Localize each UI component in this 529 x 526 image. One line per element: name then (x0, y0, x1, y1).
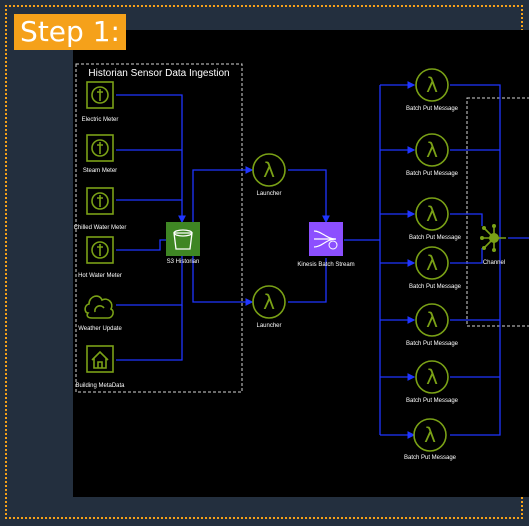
svg-text:λ: λ (426, 308, 438, 332)
weather-label: Weather Update (78, 326, 122, 332)
channel-label: Channel (483, 260, 505, 266)
batch-put-label: Batch Put Message (406, 106, 459, 112)
lambda-icon: λ (415, 197, 449, 231)
svg-text:λ: λ (426, 251, 438, 275)
lambda-icon: λ (415, 133, 449, 167)
kinesis-batch-stream: Kinesis Batch Stream (297, 222, 355, 268)
lambda-icon: λ (252, 285, 286, 319)
meter-hot-water: Hot Water Meter (78, 236, 122, 279)
source-wires (116, 81, 529, 439)
svg-text:λ: λ (263, 290, 275, 314)
cloud-sync-icon (84, 295, 114, 319)
meter-chilled-water: Chilled Water Meter (74, 187, 127, 231)
meter-label: Chilled Water Meter (74, 225, 127, 231)
batch-put-3: λ Batch Put Message (409, 197, 462, 241)
launcher-label: Launcher (256, 191, 281, 197)
lambda-icon: λ (415, 303, 449, 337)
batch-put-7: λ Batch Put Message (404, 418, 457, 461)
batch-put-5: λ Batch Put Message (406, 303, 459, 347)
iot-channel: Channel (480, 224, 506, 266)
s3-bucket-icon (166, 222, 200, 256)
svg-text:λ: λ (426, 138, 438, 162)
batch-put-label: Batch Put Message (404, 455, 457, 461)
launcher-top: λ Launcher (252, 153, 286, 197)
meter-label: Steam Meter (83, 168, 117, 174)
launcher-bottom: λ Launcher (252, 285, 286, 329)
channel-group-box (466, 97, 529, 327)
svg-text:λ: λ (424, 423, 436, 447)
meter-label: Hot Water Meter (78, 273, 122, 279)
lambda-icon: λ (415, 360, 449, 394)
s3-label: S3 Historian (167, 259, 200, 265)
step-label: Step 1: (14, 14, 126, 50)
batch-put-6: λ Batch Put Message (406, 360, 459, 404)
group-title: Historian Sensor Data Ingestion (88, 68, 229, 79)
svg-text:λ: λ (426, 73, 438, 97)
iot-channel-icon (480, 224, 506, 252)
batch-put-label: Batch Put Message (409, 235, 462, 241)
building-metadata: Building MetaData (75, 345, 125, 389)
hot-water-meter-icon (86, 236, 114, 264)
lambda-icon: λ (415, 68, 449, 102)
batch-put-2: λ Batch Put Message (406, 133, 459, 177)
svg-text:λ: λ (426, 202, 438, 226)
s3-historian: S3 Historian (166, 222, 200, 265)
meter-label: Electric Meter (82, 117, 119, 123)
electric-meter-icon (86, 81, 114, 109)
building-label: Building MetaData (75, 383, 125, 389)
kinesis-label: Kinesis Batch Stream (297, 262, 354, 268)
batch-put-1: λ Batch Put Message (406, 68, 459, 112)
svg-text:λ: λ (426, 365, 438, 389)
chilled-water-meter-icon (86, 187, 114, 215)
batch-put-label: Batch Put Message (409, 284, 462, 290)
launcher-label: Launcher (256, 323, 281, 329)
batch-put-4: λ Batch Put Message (409, 246, 462, 290)
batch-put-label: Batch Put Message (406, 398, 459, 404)
batch-put-label: Batch Put Message (406, 341, 459, 347)
ingestion-group-box (75, 63, 243, 393)
meter-electric: Electric Meter (82, 81, 119, 123)
lambda-icon: λ (413, 418, 447, 452)
meter-steam: Steam Meter (83, 134, 117, 174)
building-icon (86, 345, 114, 373)
batch-put-label: Batch Put Message (406, 171, 459, 177)
lambda-icon: λ (252, 153, 286, 187)
svg-text:λ: λ (263, 158, 275, 182)
steam-meter-icon (86, 134, 114, 162)
lambda-icon: λ (415, 246, 449, 280)
weather-update: Weather Update (78, 295, 122, 332)
